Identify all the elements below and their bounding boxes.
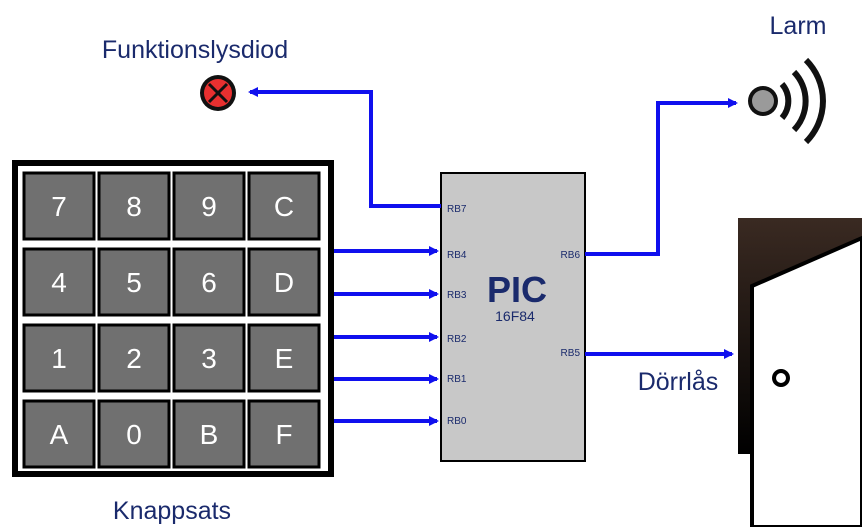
keypad-key-label: 3 — [201, 343, 217, 374]
keypad-key-face — [97, 323, 171, 393]
keypad-key: D — [247, 247, 321, 317]
wire-rb7-led — [248, 87, 441, 208]
pin-rb5: RB5 — [561, 348, 581, 359]
alarm-icon — [748, 57, 826, 145]
keypad-key-face — [247, 171, 321, 241]
keypad-key-label: E — [275, 343, 294, 374]
keypad-key-face — [172, 399, 246, 469]
wire-label-bit4: bit 4 — [338, 279, 357, 290]
pin-rb3: RB3 — [447, 290, 467, 301]
keypad-wires — [334, 246, 439, 426]
keypad-key-label: B — [200, 419, 219, 450]
keypad-key: F — [247, 399, 321, 469]
keypad-key-face — [247, 399, 321, 469]
keypad-label: Knappsats — [113, 497, 231, 525]
pic-chip: PIC 16F84 RB7 RB4 RB3 RB2 RB1 RB0 RB6 RB… — [440, 172, 586, 462]
keypad-key: 9 — [172, 171, 246, 241]
keypad-key: A — [22, 399, 96, 469]
keypad-key: B — [172, 399, 246, 469]
keypad-key-face — [247, 323, 321, 393]
keypad-key-label: 7 — [51, 191, 67, 222]
keypad-key-face — [97, 247, 171, 317]
pin-rb7: RB7 — [447, 204, 467, 215]
led-icon — [200, 75, 236, 111]
keypad-key: 4 — [22, 247, 96, 317]
keypad: 7 8 9 C 4 5 6 D 1 2 3 E A 0 B F — [12, 160, 334, 477]
keypad-key: 0 — [97, 399, 171, 469]
keypad-key-label: C — [274, 191, 294, 222]
keypad-key-label: 0 — [126, 419, 142, 450]
pic-body — [440, 172, 586, 462]
keypad-key: 6 — [172, 247, 246, 317]
keypad-key-face — [172, 171, 246, 241]
keypad-key-label: A — [50, 419, 69, 450]
wire-label-bit3: bit 3 — [338, 322, 357, 333]
keypad-key-face — [97, 399, 171, 469]
alarm-label: Larm — [770, 12, 827, 40]
wire-label-bit2: bit 2 — [338, 364, 357, 375]
pic-name: PIC — [487, 269, 547, 310]
keypad-key-face — [97, 171, 171, 241]
door-label: Dörrlås — [638, 368, 719, 396]
pic-model: 16F84 — [495, 308, 535, 324]
wire-rb6-alarm — [585, 98, 738, 256]
keypad-key-label: 1 — [51, 343, 67, 374]
keypad-key-label: F — [275, 419, 292, 450]
keypad-key-label: 6 — [201, 267, 217, 298]
keypad-key-face — [172, 247, 246, 317]
keypad-key-face — [22, 171, 96, 241]
keypad-key-face — [247, 247, 321, 317]
keypad-key: 2 — [97, 323, 171, 393]
keypad-key-label: 5 — [126, 267, 142, 298]
keypad-key-face — [22, 247, 96, 317]
keypad-key: 5 — [97, 247, 171, 317]
keypad-key: 3 — [172, 323, 246, 393]
keypad-key-label: 9 — [201, 191, 217, 222]
pin-rb6: RB6 — [561, 250, 581, 261]
pin-rb0: RB0 — [447, 416, 467, 427]
keypad-key: 7 — [22, 171, 96, 241]
keypad-key-face — [22, 323, 96, 393]
wire-label-bit1: bit 1 — [338, 406, 357, 417]
keypad-key: 8 — [97, 171, 171, 241]
keypad-key-face — [172, 323, 246, 393]
door-icon — [738, 218, 862, 527]
keypad-key: 1 — [22, 323, 96, 393]
keypad-key: C — [247, 171, 321, 241]
keypad-key-label: D — [274, 267, 294, 298]
keypad-key-label: 8 — [126, 191, 142, 222]
keypad-key-label: 4 — [51, 267, 67, 298]
pin-rb4: RB4 — [447, 250, 467, 261]
keypad-key-label: 2 — [126, 343, 142, 374]
door-knob-icon — [772, 369, 790, 387]
led-label: Funktionslysdiod — [102, 36, 288, 64]
wire-label-dataavailable: dataavailable — [338, 236, 397, 247]
pin-rb2: RB2 — [447, 334, 467, 345]
pin-rb1: RB1 — [447, 374, 467, 385]
keypad-key-face — [22, 399, 96, 469]
keypad-key: E — [247, 323, 321, 393]
